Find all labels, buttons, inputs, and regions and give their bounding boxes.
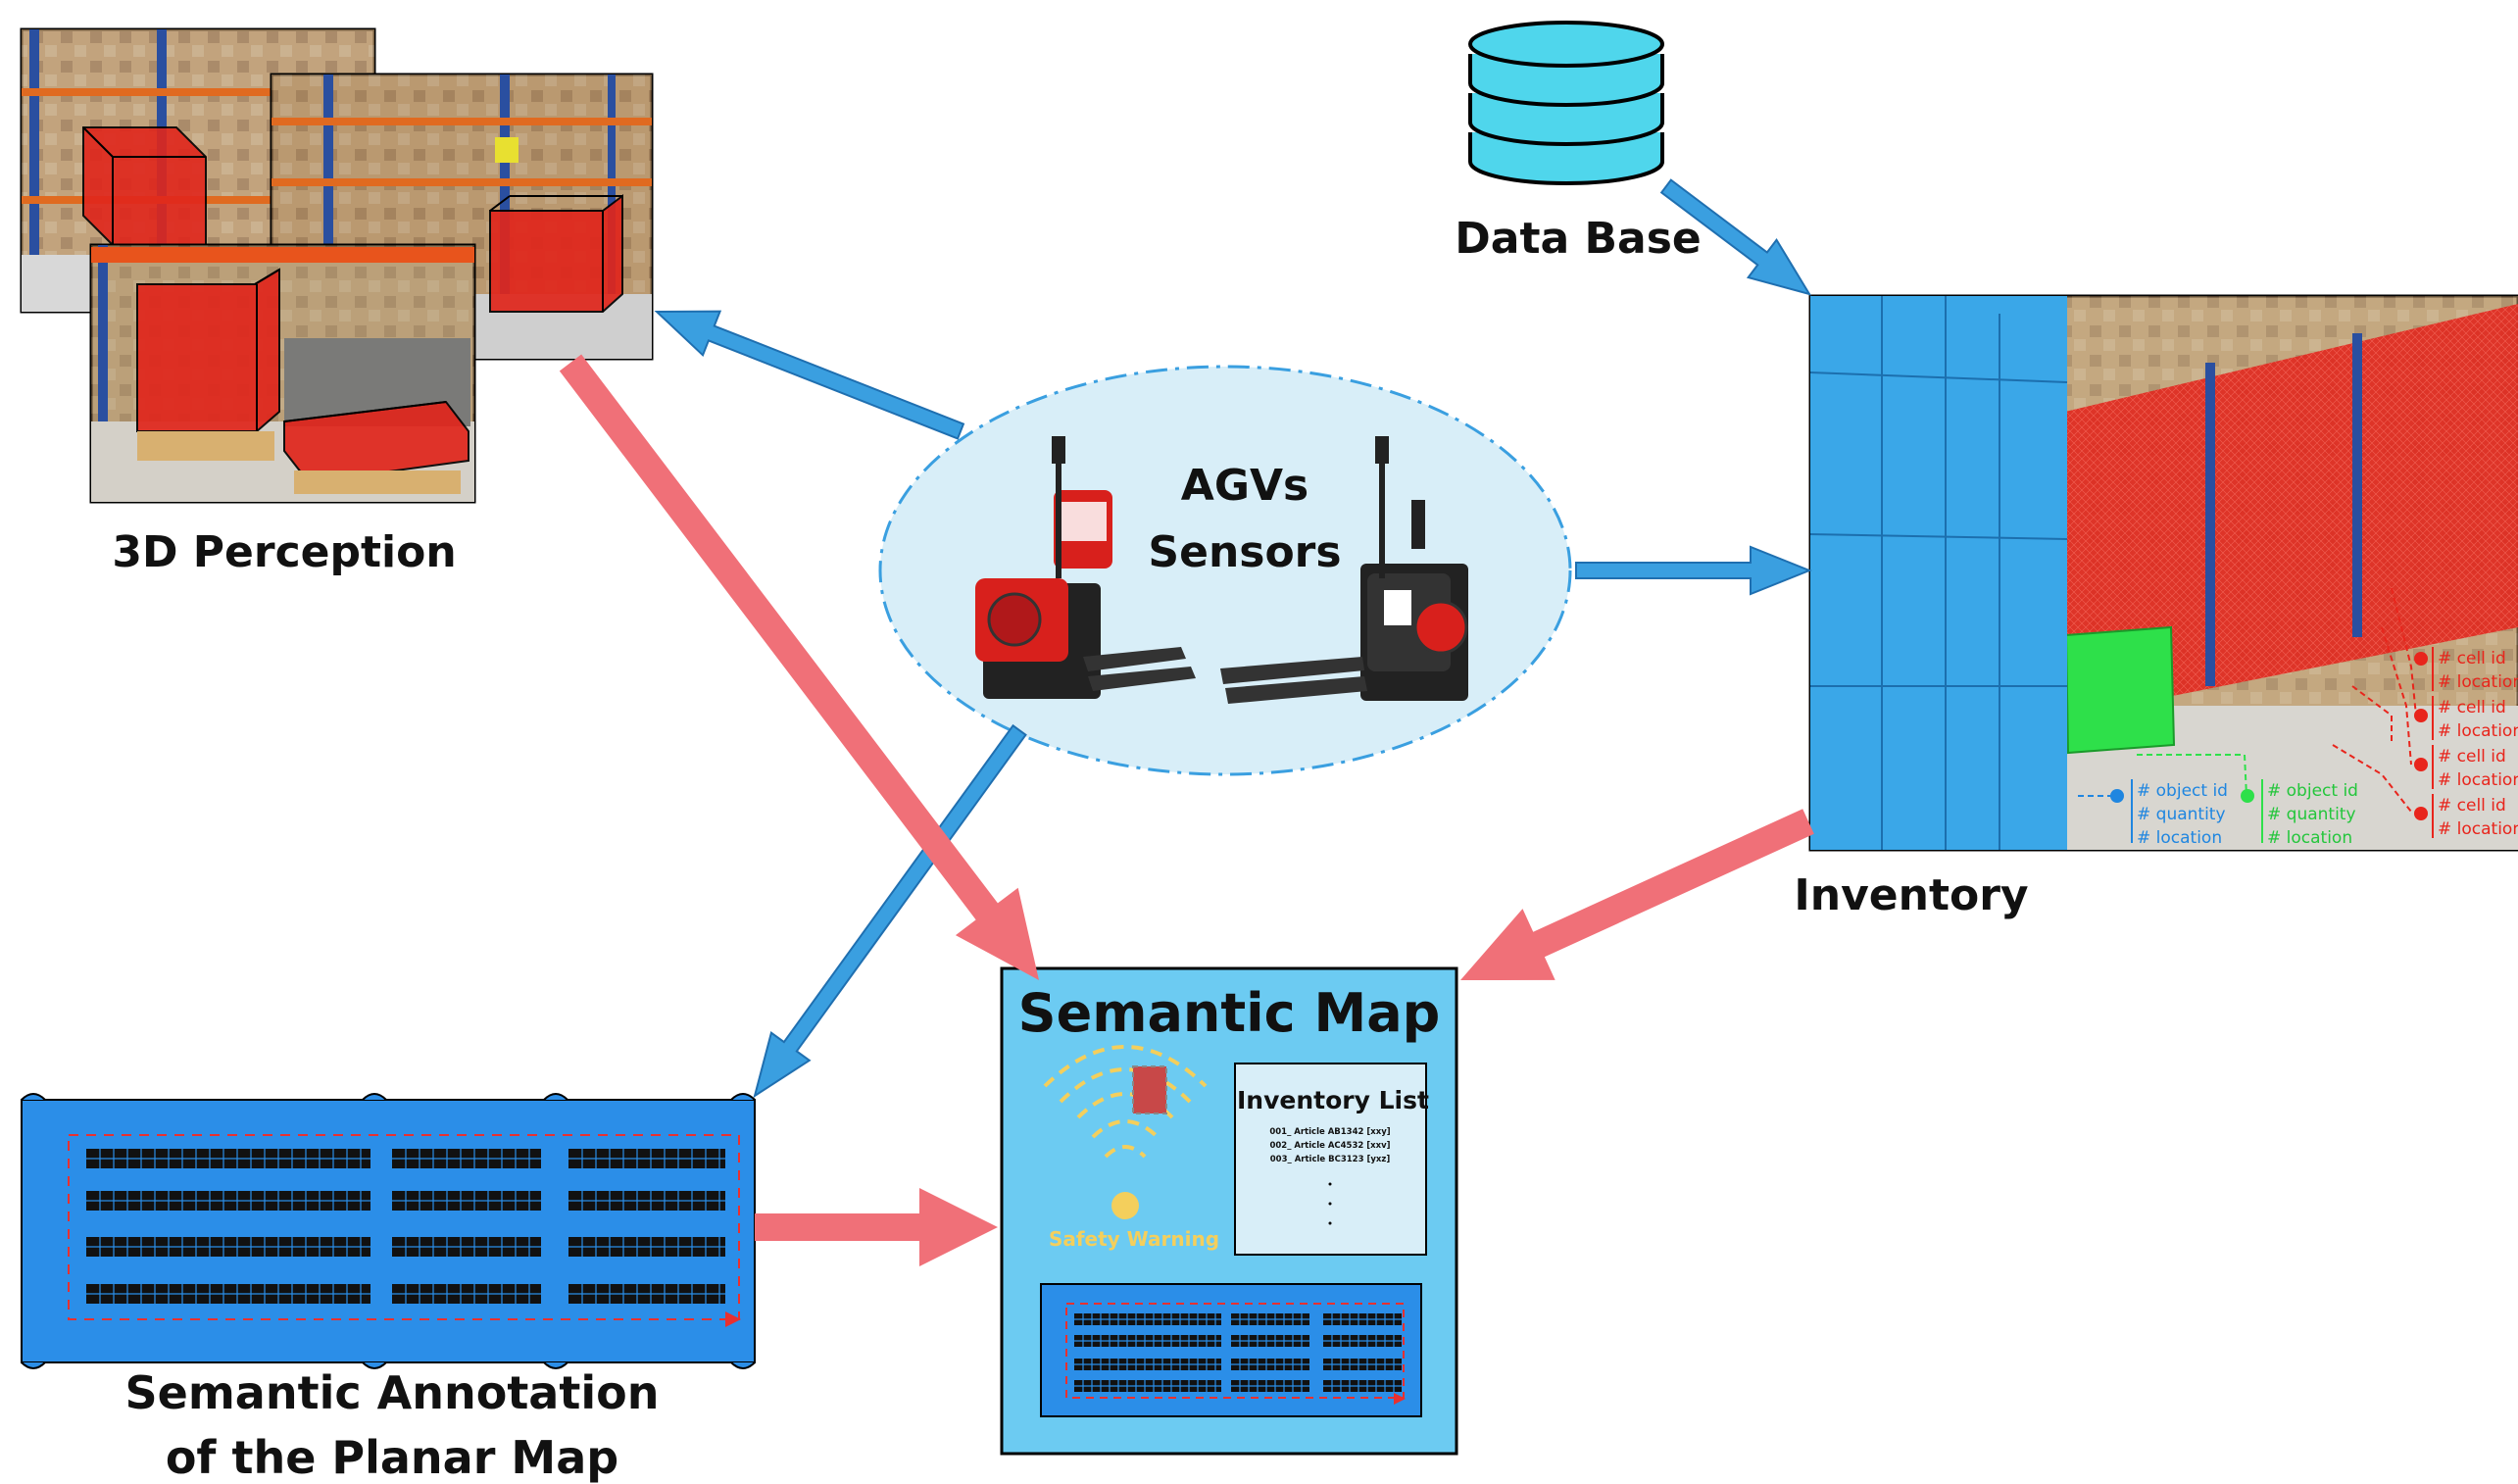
blue-tag-line-1: # quantity — [2137, 805, 2226, 824]
semantic-map-box — [1000, 966, 1458, 1456]
red-tag-2-line-1: # location — [2438, 770, 2518, 790]
inventory-green-box — [2064, 625, 2176, 755]
red-tag-0-line-1: # location — [2438, 672, 2518, 692]
red-tag-2-line-0: # cell id — [2438, 747, 2506, 767]
inventory-image: # object id # quantity # location # obje… — [1808, 294, 2518, 852]
safety-signal-icon — [1043, 1045, 1208, 1159]
inventory-list-item-2: 003_ Article BC3123 [yxz] — [1269, 1155, 1391, 1164]
planar-label-line2: of the Planar Map — [165, 1431, 619, 1484]
inventory-rack-highlight — [2024, 304, 2518, 725]
agvs-label-line2: Sensors — [1148, 527, 1342, 577]
inventory-list-title: Inventory List — [1237, 1086, 1429, 1114]
planar-map — [21, 1093, 756, 1369]
safety-warning-label: Safety Warning — [1048, 1227, 1220, 1251]
inventory-green-tag: # object id # quantity # location — [2137, 754, 2358, 848]
inventory-label: Inventory — [1794, 870, 2029, 920]
semantic-map-title: Semantic Map — [1017, 982, 1441, 1044]
safety-zone-marker — [1132, 1065, 1167, 1114]
planar-label-line1: Semantic Annotation — [124, 1366, 660, 1419]
green-tag-line-2: # location — [2267, 828, 2352, 848]
red-tag-0-line-0: # cell id — [2438, 649, 2506, 668]
perception-label: 3D Perception — [112, 527, 457, 577]
inventory-list-item-1: 002_ Article AC4532 [xxv] — [1269, 1141, 1391, 1151]
red-tag-3-line-1: # location — [2438, 819, 2518, 839]
inventory-list-item-0: 001_ Article AB1342 [xxy] — [1269, 1127, 1391, 1137]
arrow-agvs-to-inventory — [1575, 545, 1812, 596]
red-tag-1-line-0: # cell id — [2438, 698, 2506, 717]
inventory-blue-tag: # object id # quantity # location — [2078, 779, 2228, 848]
planar-shelf-rows — [86, 1149, 725, 1304]
semantic-mini-map — [1040, 1283, 1422, 1417]
red-tag-3-line-0: # cell id — [2438, 796, 2506, 816]
inventory-red-tags — [2332, 587, 2417, 813]
database-icon — [1468, 21, 1664, 185]
blue-tag-line-2: # location — [2137, 828, 2222, 848]
arrow-perception-to-semantic-map — [559, 354, 1039, 980]
inventory-blue-stack — [1810, 296, 2067, 850]
agvs-ellipse — [878, 365, 1572, 776]
arrow-planar-to-semantic-map — [755, 1188, 998, 1266]
perception-image-cluster — [20, 27, 654, 504]
arrow-agvs-to-perception — [654, 310, 965, 440]
red-tag-1-line-1: # location — [2438, 721, 2518, 741]
database-label: Data Base — [1455, 214, 1702, 264]
arrow-database-to-inventory — [1659, 178, 1812, 296]
agv-right-icon — [1220, 436, 1468, 704]
green-tag-line-1: # quantity — [2267, 805, 2356, 824]
arrows-layer — [559, 178, 1814, 1266]
agv-left-icon — [975, 436, 1196, 699]
perception-photo-front — [89, 243, 476, 504]
blue-tag-line-0: # object id — [2137, 781, 2228, 801]
safety-warning-icon — [1111, 1192, 1139, 1219]
green-tag-line-0: # object id — [2267, 781, 2358, 801]
arrow-agvs-to-planar-map — [753, 723, 1027, 1099]
arrow-inventory-to-semantic-map — [1460, 809, 1814, 980]
agvs-label-line1: AGVs — [1180, 461, 1309, 511]
